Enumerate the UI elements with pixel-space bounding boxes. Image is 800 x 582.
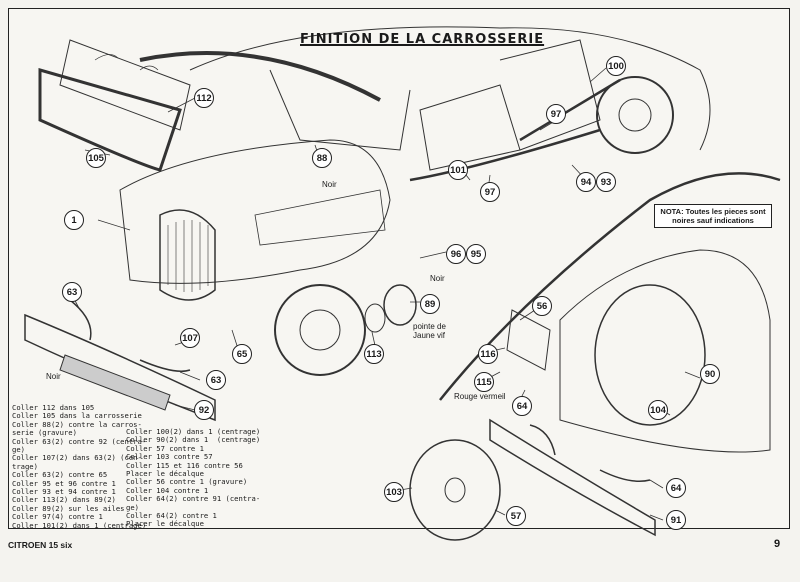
label-noir-mirror: Noir [322, 180, 337, 189]
part-callout-1: 1 [64, 210, 84, 230]
page-frame [8, 8, 790, 529]
spare-cover [594, 284, 706, 426]
part-callout-94: 94 [576, 172, 596, 192]
roof-trim [139, 51, 381, 102]
part-callout-56: 56 [532, 296, 552, 316]
instructions-column-1: Coller 112 dans 105 Coller 105 dans la c… [12, 403, 147, 530]
part-callout-92: 92 [194, 400, 214, 420]
front-wheel [274, 284, 366, 376]
part-callout-97: 97 [546, 104, 566, 124]
windshield-seal [38, 68, 182, 172]
part-callout-89: 89 [420, 294, 440, 314]
part-callout-57: 57 [506, 506, 526, 526]
footer-model: CITROEN 15 six [8, 540, 73, 550]
side-trim [409, 128, 601, 182]
part-callout-115: 115 [474, 372, 494, 392]
part-callout-63: 63 [206, 370, 226, 390]
part-callout-90: 90 [700, 364, 720, 384]
part-callout-100: 100 [606, 56, 626, 76]
label-noir-bumper: Noir [46, 372, 61, 381]
label-noir-headlamp: Noir [430, 274, 445, 283]
spare-wheel [409, 439, 501, 541]
headlamp [383, 284, 417, 326]
part-callout-65: 65 [232, 344, 252, 364]
label-rouge-vermeil: Rouge vermeil [454, 392, 506, 401]
part-callout-63: 63 [62, 282, 82, 302]
part-callout-105: 105 [86, 148, 106, 168]
rear-wheel [596, 76, 674, 154]
plate-bracket [506, 309, 551, 371]
rear-bumper [489, 418, 656, 537]
part-callout-101: 101 [448, 160, 468, 180]
part-callout-93: 93 [596, 172, 616, 192]
part-callout-97: 97 [480, 182, 500, 202]
label-pointe-jaune: pointe de Jaune vif [413, 322, 446, 340]
part-callout-113: 113 [364, 344, 384, 364]
part-callout-64: 64 [512, 396, 532, 416]
headlamp-lens [364, 303, 386, 333]
part-callout-103: 103 [384, 482, 404, 502]
part-callout-88: 88 [312, 148, 332, 168]
plate [59, 354, 171, 411]
page-title: FINITION DE LA CARROSSERIE [300, 32, 545, 47]
part-callout-64: 64 [666, 478, 686, 498]
part-callout-96: 96 [446, 244, 466, 264]
part-callout-107: 107 [180, 328, 200, 348]
part-callout-95: 95 [466, 244, 486, 264]
grille [159, 209, 216, 301]
part-callout-104: 104 [648, 400, 668, 420]
hood-louvres [254, 189, 386, 246]
instructions-column-2: Coller 100(2) dans 1 (centrage) Coller 9… [126, 427, 261, 529]
part-callout-116: 116 [478, 344, 498, 364]
part-callout-91: 91 [666, 510, 686, 530]
windshield-glass [59, 39, 191, 131]
nota-box: NOTA: Toutes les pieces sont noires sauf… [654, 204, 772, 228]
part-callout-112: 112 [194, 88, 214, 108]
page-number: 9 [774, 538, 781, 550]
